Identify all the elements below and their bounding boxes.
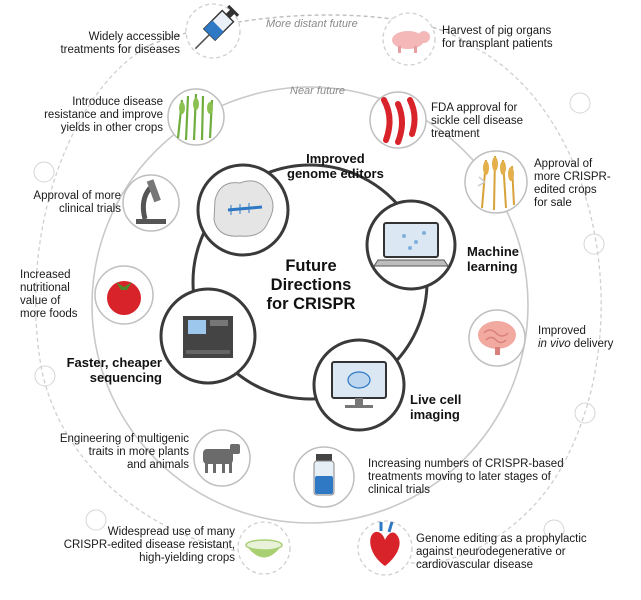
decor-circle xyxy=(583,233,605,255)
near-ring-arrow xyxy=(477,176,486,187)
monitor-cell-icon xyxy=(312,338,406,432)
decor-circle xyxy=(85,509,107,531)
decor-circle xyxy=(569,92,591,114)
corn-icon xyxy=(167,88,225,146)
distant-prophylactic-text: Genome editing as a prophylactic against… xyxy=(416,533,587,571)
distant-future-ring-left xyxy=(34,44,266,556)
laptop-icon xyxy=(365,199,457,291)
decor-circle xyxy=(33,161,55,183)
wheat-icon xyxy=(464,150,528,214)
near-future-ring xyxy=(91,86,529,524)
core-sequencing-label: Faster, cheaper sequencing xyxy=(66,355,162,385)
syringe-icon xyxy=(185,3,241,59)
sequencer-icon xyxy=(159,287,257,385)
distant-pig-text: Harvest of pig organs for transplant pat… xyxy=(442,25,553,50)
brain-icon xyxy=(468,309,526,367)
heart-icon xyxy=(357,520,413,576)
red-blood-cells-icon xyxy=(369,91,427,149)
decor-circle xyxy=(34,365,56,387)
near-multigenic-text: Engineering of multigenic traits in more… xyxy=(59,433,189,471)
core-ml-label: Machine learning xyxy=(467,244,520,274)
bowl-icon xyxy=(237,521,291,575)
microscope-icon xyxy=(122,174,180,232)
near-sickle-text: FDA approval for sickle cell disease tre… xyxy=(431,102,524,140)
arc-label-distant: More distant future xyxy=(266,18,358,30)
pig-icon xyxy=(382,12,436,66)
vial-icon xyxy=(293,446,355,508)
near-nutrition-text: Increased nutritional value of more food… xyxy=(20,269,78,320)
distant-widespread-text: Widespread use of many CRISPR-edited dis… xyxy=(63,526,235,564)
decor-circle xyxy=(543,519,565,541)
near-delivery-text: Improved in vivo delivery xyxy=(538,325,614,350)
decor-circle xyxy=(574,402,596,424)
near-clinical-text: Approval of more clinical trials xyxy=(33,190,121,215)
distant-future-ring xyxy=(399,44,602,565)
distant-treatments-text: Widely accessible treatments for disease… xyxy=(60,31,180,56)
near-resistance-text: Introduce disease resistance and improve… xyxy=(44,96,163,134)
tomato-icon xyxy=(94,265,154,325)
cow-icon xyxy=(193,429,251,487)
center-title: Future Directions for CRISPR xyxy=(266,257,356,313)
core-editors-label: Improved genome editors xyxy=(287,151,384,181)
near-crops-sale-text: Approval of more CRISPR- edited crops fo… xyxy=(534,158,611,209)
near-trials-later-text: Increasing numbers of CRISPR-based treat… xyxy=(368,458,564,496)
arc-label-near: Near future xyxy=(290,85,346,97)
core-imaging-label: Live cell imaging xyxy=(410,392,462,422)
dna-editor-icon xyxy=(196,163,290,257)
